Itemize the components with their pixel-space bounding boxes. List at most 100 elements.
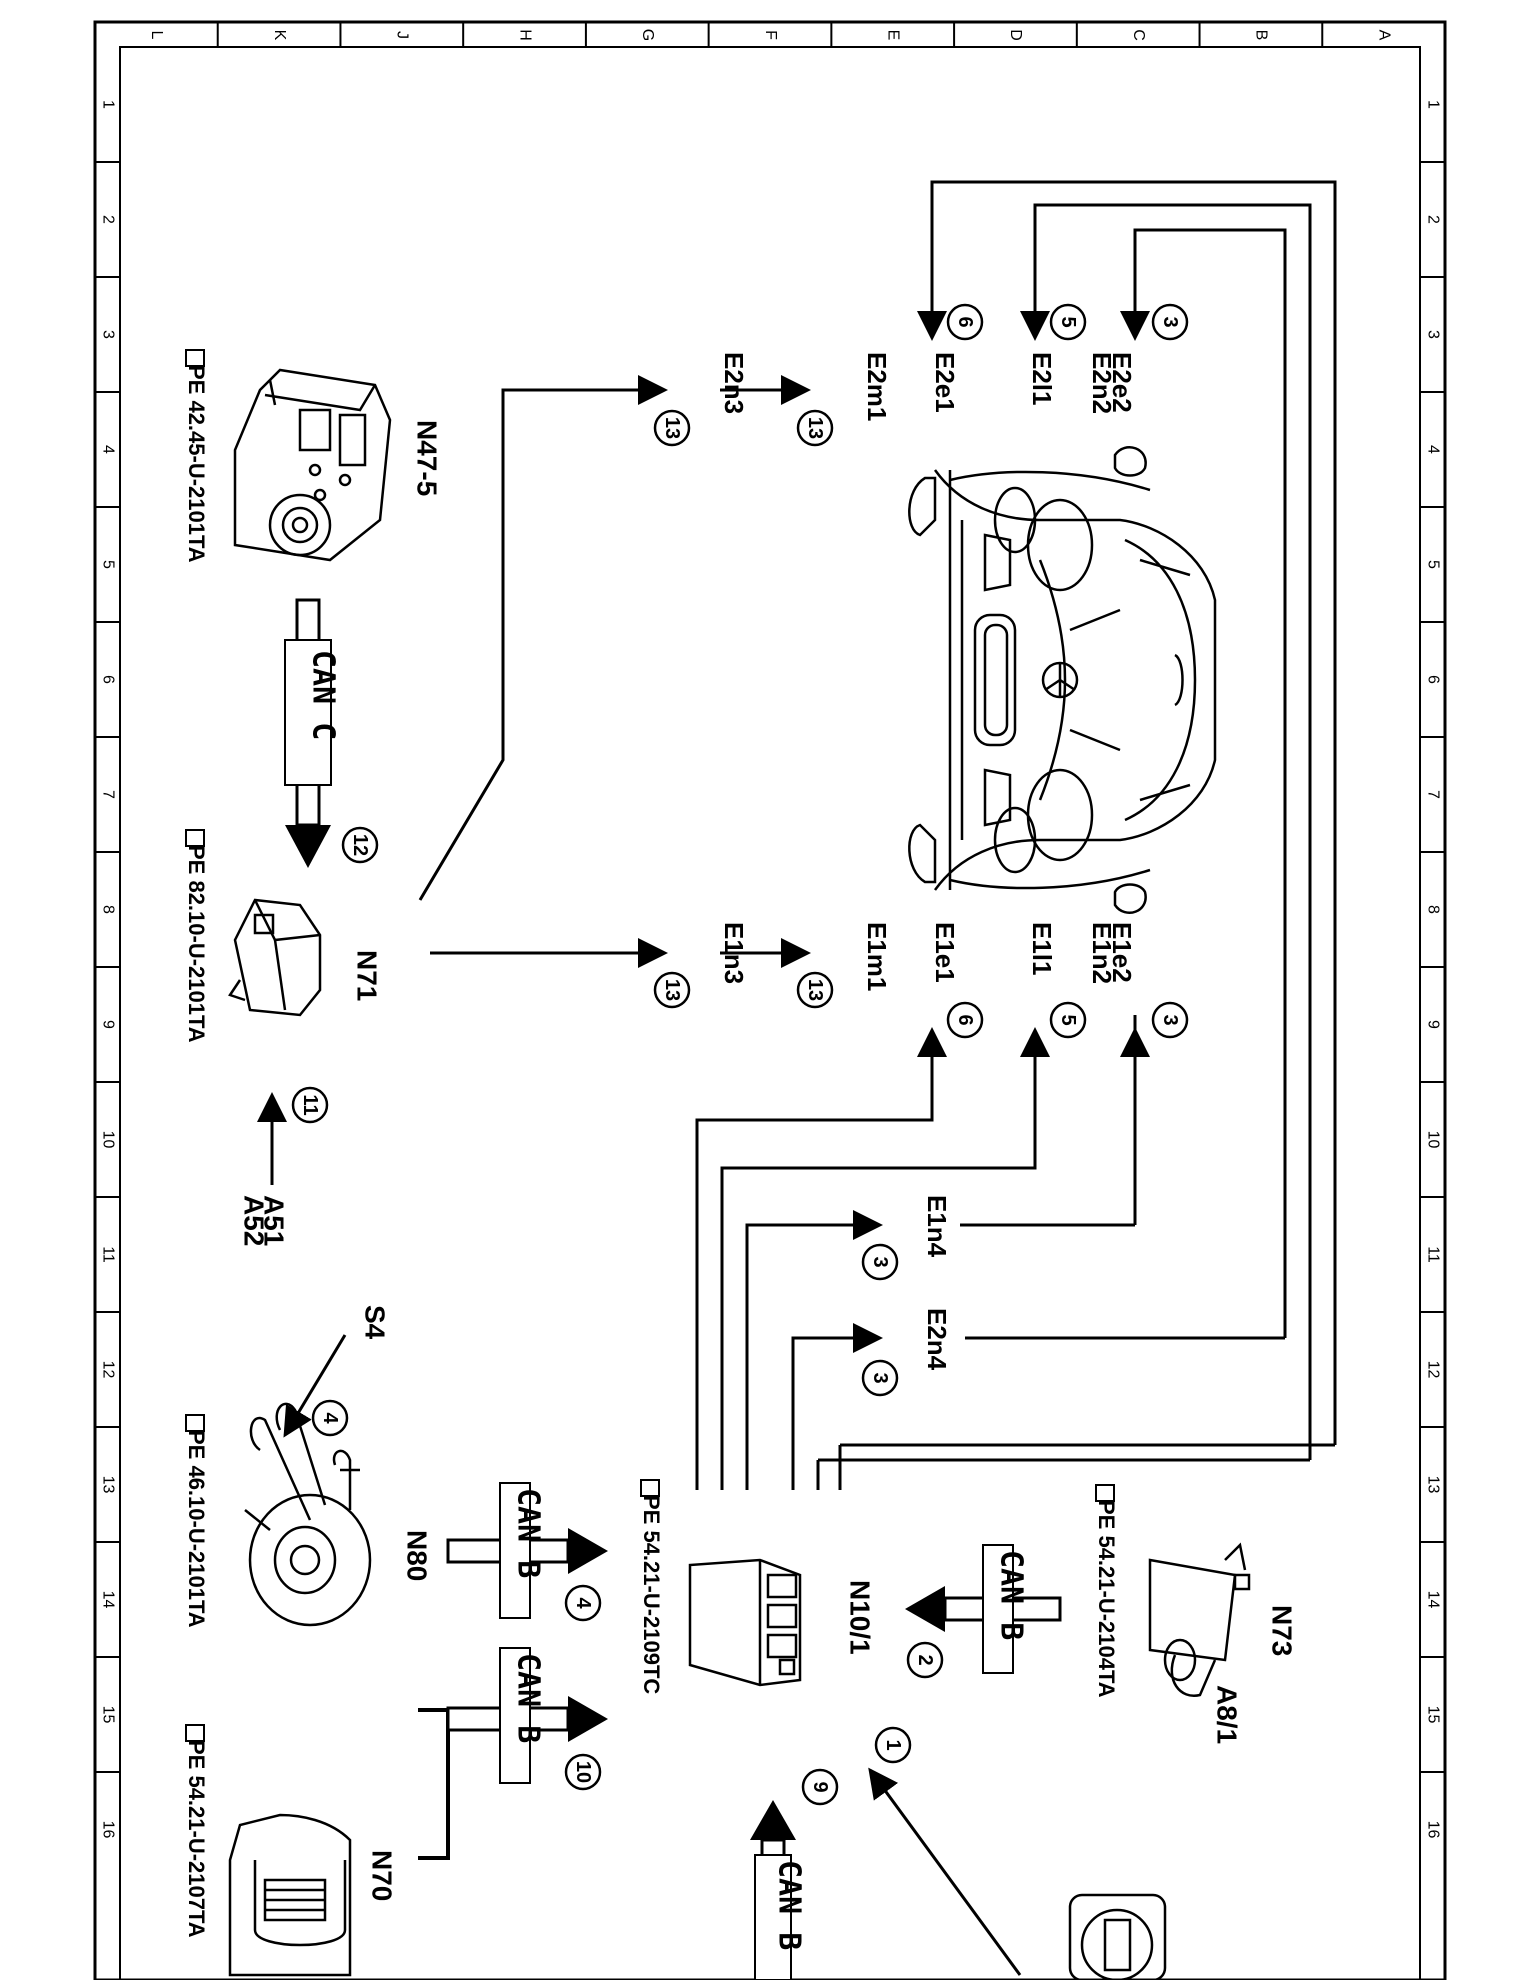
grid-letter-label: A xyxy=(1375,30,1392,41)
lamp-label-e1l1: E1l1 xyxy=(1027,922,1057,976)
can-b-bus-arrow-n73 xyxy=(905,1544,1062,1674)
grid-number-label: 11 xyxy=(1424,1246,1441,1263)
grid-number-label: 1 xyxy=(1424,100,1441,109)
grid-letter-label: F xyxy=(762,30,779,40)
grid-letter-label: K xyxy=(271,30,288,41)
lamp-label-e1n2: E1n2 xyxy=(1087,922,1117,984)
signal-13-e2n3: 13 xyxy=(661,417,683,439)
signal-6-bottom: 6 xyxy=(954,1014,976,1025)
reference-hand-icon xyxy=(640,1479,660,1497)
signal-13-e2n3-circle xyxy=(653,409,691,447)
reference-n70: PE 54.21-U-2107TA xyxy=(184,1740,209,1938)
grid-number-label: 3 xyxy=(1424,330,1441,339)
grid-number-label: 4 xyxy=(99,445,116,454)
can-c-bus-arrow xyxy=(284,598,332,868)
grid-number-label: 4 xyxy=(1424,445,1441,454)
grid-number-label: 13 xyxy=(1424,1476,1441,1494)
signal-4-can-circle xyxy=(564,1584,602,1622)
signal-3-e1n4: 3 xyxy=(869,1256,891,1267)
signal-3-e2n4: 3 xyxy=(869,1372,891,1383)
signal-5-top: 5 xyxy=(1057,316,1079,327)
signal-4-s4-circle xyxy=(311,1399,349,1437)
grid-number-label: 10 xyxy=(1424,1131,1441,1149)
drawing-frame xyxy=(93,20,1447,1980)
signal-13-e1n3: 13 xyxy=(661,979,683,1001)
reference-n71: PE 82.10-U-2101TA xyxy=(184,845,209,1043)
can-b-bus-arrow-n80 xyxy=(446,1482,608,1619)
component-label-n73: N73 xyxy=(1267,1605,1298,1656)
reference-n80: PE 46.10-U-2101TA xyxy=(184,1430,209,1628)
signal-11-circle xyxy=(291,1086,329,1124)
signal-4-can: 4 xyxy=(572,1597,594,1609)
grid-number-label: 6 xyxy=(99,675,116,684)
n71-module-illustration xyxy=(228,898,322,1017)
signal-10-circle xyxy=(564,1753,602,1791)
grid-number-label: 13 xyxy=(99,1476,116,1494)
component-label-s4: S4 xyxy=(360,1305,391,1340)
component-label-a52: A52 xyxy=(239,1195,270,1246)
signal-9: 9 xyxy=(809,1781,831,1792)
component-label-n71: N71 xyxy=(352,950,383,1001)
signal-12-circle xyxy=(341,826,379,864)
signal-9-circle xyxy=(801,1768,839,1806)
signal-3-top: 3 xyxy=(1159,316,1181,327)
grid-number-label: 7 xyxy=(1424,790,1441,799)
signal-1-circle xyxy=(874,1726,912,1764)
grid-number-label: 15 xyxy=(99,1706,116,1724)
n73-ignition-switch-illustration xyxy=(1148,1542,1251,1698)
grid-number-label: 14 xyxy=(1424,1591,1441,1609)
signal-13-e2m1-circle xyxy=(796,409,834,447)
reference-hand-icon xyxy=(185,1724,205,1742)
grid-number-label: 15 xyxy=(1424,1706,1441,1724)
bus-label-can-c: CAN C xyxy=(306,650,341,740)
wiring xyxy=(257,180,1337,1976)
n80-steering-column-module-illustration xyxy=(244,1402,372,1627)
signal-3-e1n4-circle xyxy=(861,1243,899,1281)
n47-5-esp-unit-illustration xyxy=(233,368,392,562)
grid-letter-label: G xyxy=(639,29,656,41)
signal-13-e2m1: 13 xyxy=(804,417,826,439)
can-b-bus-arrow-bottom xyxy=(750,1800,796,1980)
grid-number-label: 2 xyxy=(1424,215,1441,224)
lamp-label-e2n2: E2n2 xyxy=(1087,352,1117,414)
signal-4-s4: 4 xyxy=(319,1412,341,1424)
lamp-label-e2e1: E2e1 xyxy=(930,352,960,413)
grid-number-label: 3 xyxy=(99,330,116,339)
reference-hand-icon xyxy=(185,1414,205,1432)
component-label-n47-5: N47-5 xyxy=(412,420,443,496)
grid-number-label: 7 xyxy=(99,790,116,799)
grid-number-label: 5 xyxy=(1424,560,1441,569)
grid-number-label: 11 xyxy=(99,1246,116,1263)
signal-5-bottom-circle xyxy=(1049,1001,1087,1039)
component-label-n70: N70 xyxy=(367,1850,398,1901)
grid-number-label: 16 xyxy=(1424,1821,1441,1839)
signal-6-bottom-circle xyxy=(946,1001,984,1039)
reference-hand-icon xyxy=(185,829,205,847)
component-label-a8-1: A8/1 xyxy=(1212,1685,1243,1744)
lamp-label-e1n3: E1n3 xyxy=(719,922,749,984)
signal-6-top-circle xyxy=(946,303,984,341)
grid-letter-label: C xyxy=(1130,29,1147,41)
signal-2: 2 xyxy=(914,1654,936,1665)
signal-5-bottom: 5 xyxy=(1057,1014,1079,1025)
grid-number-label: 9 xyxy=(99,1020,116,1029)
grid-letter-label: J xyxy=(394,31,411,39)
lamp-label-e2e2: E2e2 xyxy=(1107,352,1137,413)
signal-3-bottom-circle xyxy=(1151,1001,1189,1039)
bus-label-can-b-n80: CAN B xyxy=(511,1488,546,1578)
signal-10: 10 xyxy=(572,1761,594,1783)
n70-overhead-panel-illustration xyxy=(228,1813,352,1977)
grid-number-label: 5 xyxy=(99,560,116,569)
n10-1-sam-illustration xyxy=(688,1558,802,1687)
grid-number-label: 16 xyxy=(99,1821,116,1839)
grid-number-label: 12 xyxy=(99,1361,116,1379)
component-label-n80: N80 xyxy=(402,1530,433,1581)
light-switch-illustration xyxy=(1068,1893,1167,1980)
grid-number-label: 8 xyxy=(99,905,116,914)
grid-number-label: 9 xyxy=(1424,1020,1441,1029)
signal-1: 1 xyxy=(882,1739,904,1750)
grid-letter-label: E xyxy=(884,30,901,41)
signal-3-top-circle xyxy=(1151,303,1189,341)
